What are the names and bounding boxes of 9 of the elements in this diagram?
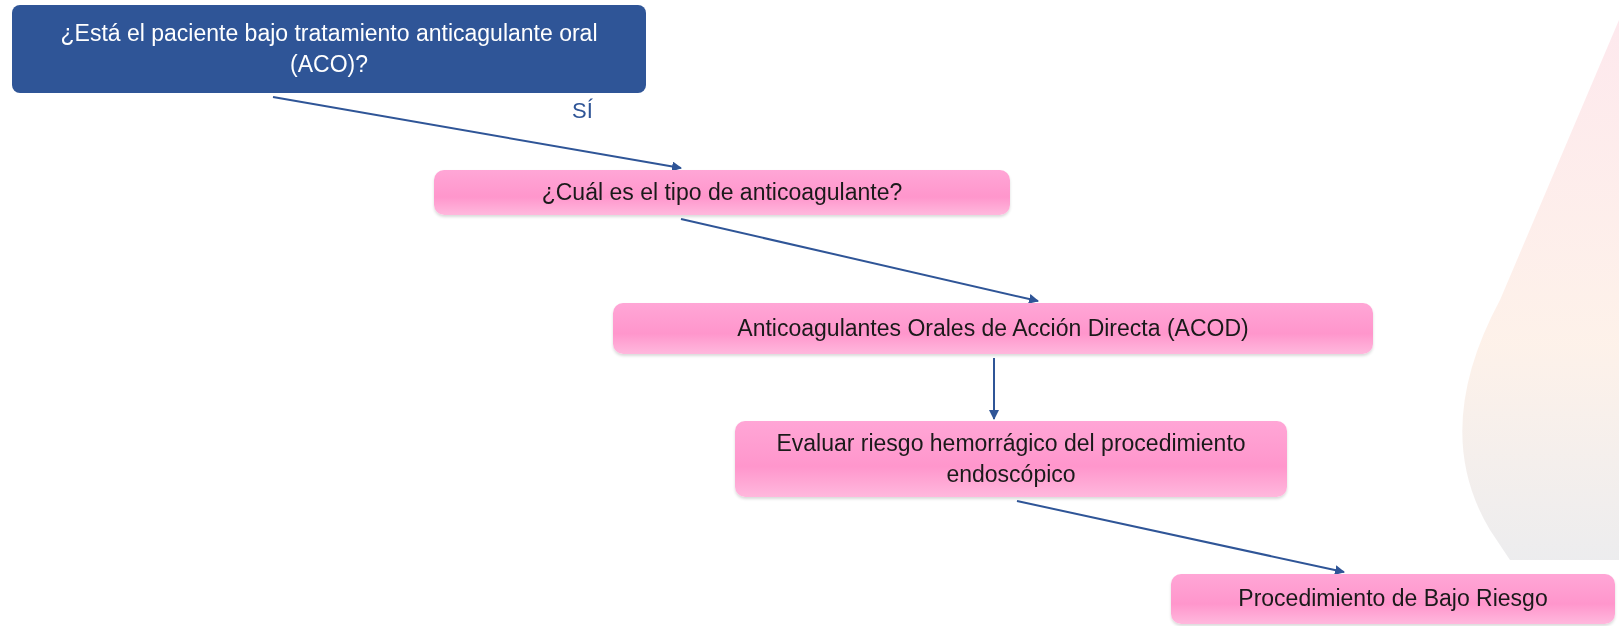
question-box: ¿Está el paciente bajo tratamiento anticagulante oral (ACO)?: [12, 5, 646, 93]
arrow: [680, 218, 1039, 304]
process-box: Procedimiento de Bajo Riesgo: [1171, 574, 1615, 624]
process-box: Anticoagulantes Orales de Acción Directa (ACOD): [613, 303, 1373, 354]
arrow: [272, 96, 682, 172]
process-box: ¿Cuál es el tipo de anticoagulante?: [434, 170, 1010, 215]
process-box: Evaluar riesgo hemorrágico del procedimiento endoscópico: [735, 421, 1287, 497]
arrow: [1016, 500, 1345, 575]
arrow: [989, 357, 999, 420]
